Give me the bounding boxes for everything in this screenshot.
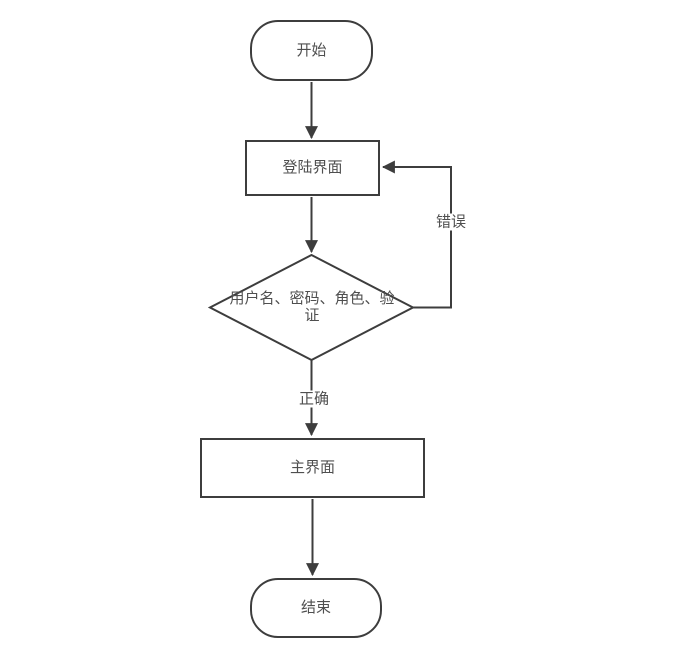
edge-error-loop	[381, 160, 452, 309]
node-main-label: 主界面	[289, 459, 335, 477]
node-login-label: 登陆界面	[282, 159, 343, 177]
node-start-label: 开始	[296, 41, 327, 59]
node-end: 结束	[250, 578, 382, 638]
node-end-label: 结束	[300, 599, 331, 617]
node-start: 开始	[250, 20, 373, 81]
edge-label-error: 错误	[434, 213, 468, 231]
node-login: 登陆界面	[245, 140, 380, 196]
decision-diamond-shape	[207, 253, 416, 362]
node-decision-label: 用户名、密码、角色、验证	[229, 290, 395, 324]
node-main: 主界面	[200, 438, 425, 498]
edge-label-correct: 正确	[297, 390, 331, 408]
